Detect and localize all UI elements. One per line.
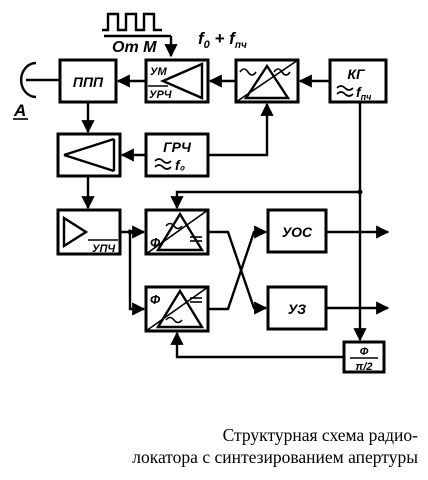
um-label: УМ: [150, 66, 167, 78]
kg-block: КГ fпч: [328, 58, 388, 104]
radar-block-diagram: А От М f0 + fпч ППП УМ УРЧ КГ fпч: [13, 12, 390, 374]
phase-shifter-phi-label: Ф: [360, 346, 369, 358]
grch-label: ГРЧ: [163, 139, 192, 155]
upconverter-block: [234, 58, 300, 104]
mixer-block: [56, 132, 122, 178]
phase-detector-top-block: Ф: [144, 208, 210, 256]
antenna-symbol: [19, 61, 56, 99]
grch-block: ГРЧ f₀: [144, 132, 210, 178]
phi-bottom-label: Ф: [150, 292, 161, 307]
signal-source-label: От М: [112, 39, 157, 56]
uos-label: УОС: [282, 224, 313, 240]
uz-block: УЗ: [266, 285, 328, 331]
ppp-block: ППП: [58, 58, 118, 104]
urch-label: УРЧ: [149, 89, 172, 101]
grch-approx-symbol: [154, 158, 172, 170]
figure-caption: Структурная схема радио- локатора с синт…: [100, 424, 418, 468]
uos-block: УОС: [266, 208, 328, 254]
caption-line-2: локатора с синтезированием апертуры: [132, 447, 418, 467]
kg-label: КГ: [347, 66, 366, 82]
phi-top-label: Ф: [150, 235, 161, 250]
approx-symbol: [336, 85, 354, 97]
antenna-label: А: [13, 101, 26, 120]
pulse-train-symbol: [102, 12, 162, 32]
phase-shifter-shift-label: π/2: [355, 361, 372, 373]
kg-frequency-label: fпч: [356, 84, 372, 102]
grch-frequency-label: f₀: [175, 157, 186, 173]
upch-label: УПЧ: [92, 243, 115, 255]
phase-detector-bottom-block: Ф: [144, 285, 210, 333]
upch-block: УПЧ: [56, 208, 122, 256]
signal-lines: [56, 74, 390, 359]
phase-shifter-block: Ф π/2: [342, 340, 386, 374]
caption-line-1: Структурная схема радио-: [222, 425, 418, 445]
uz-label: УЗ: [288, 301, 306, 317]
um-urch-block: УМ УРЧ: [144, 58, 210, 104]
frequency-sum-label: f0 + fпч: [198, 29, 247, 51]
ppp-label: ППП: [73, 74, 104, 90]
